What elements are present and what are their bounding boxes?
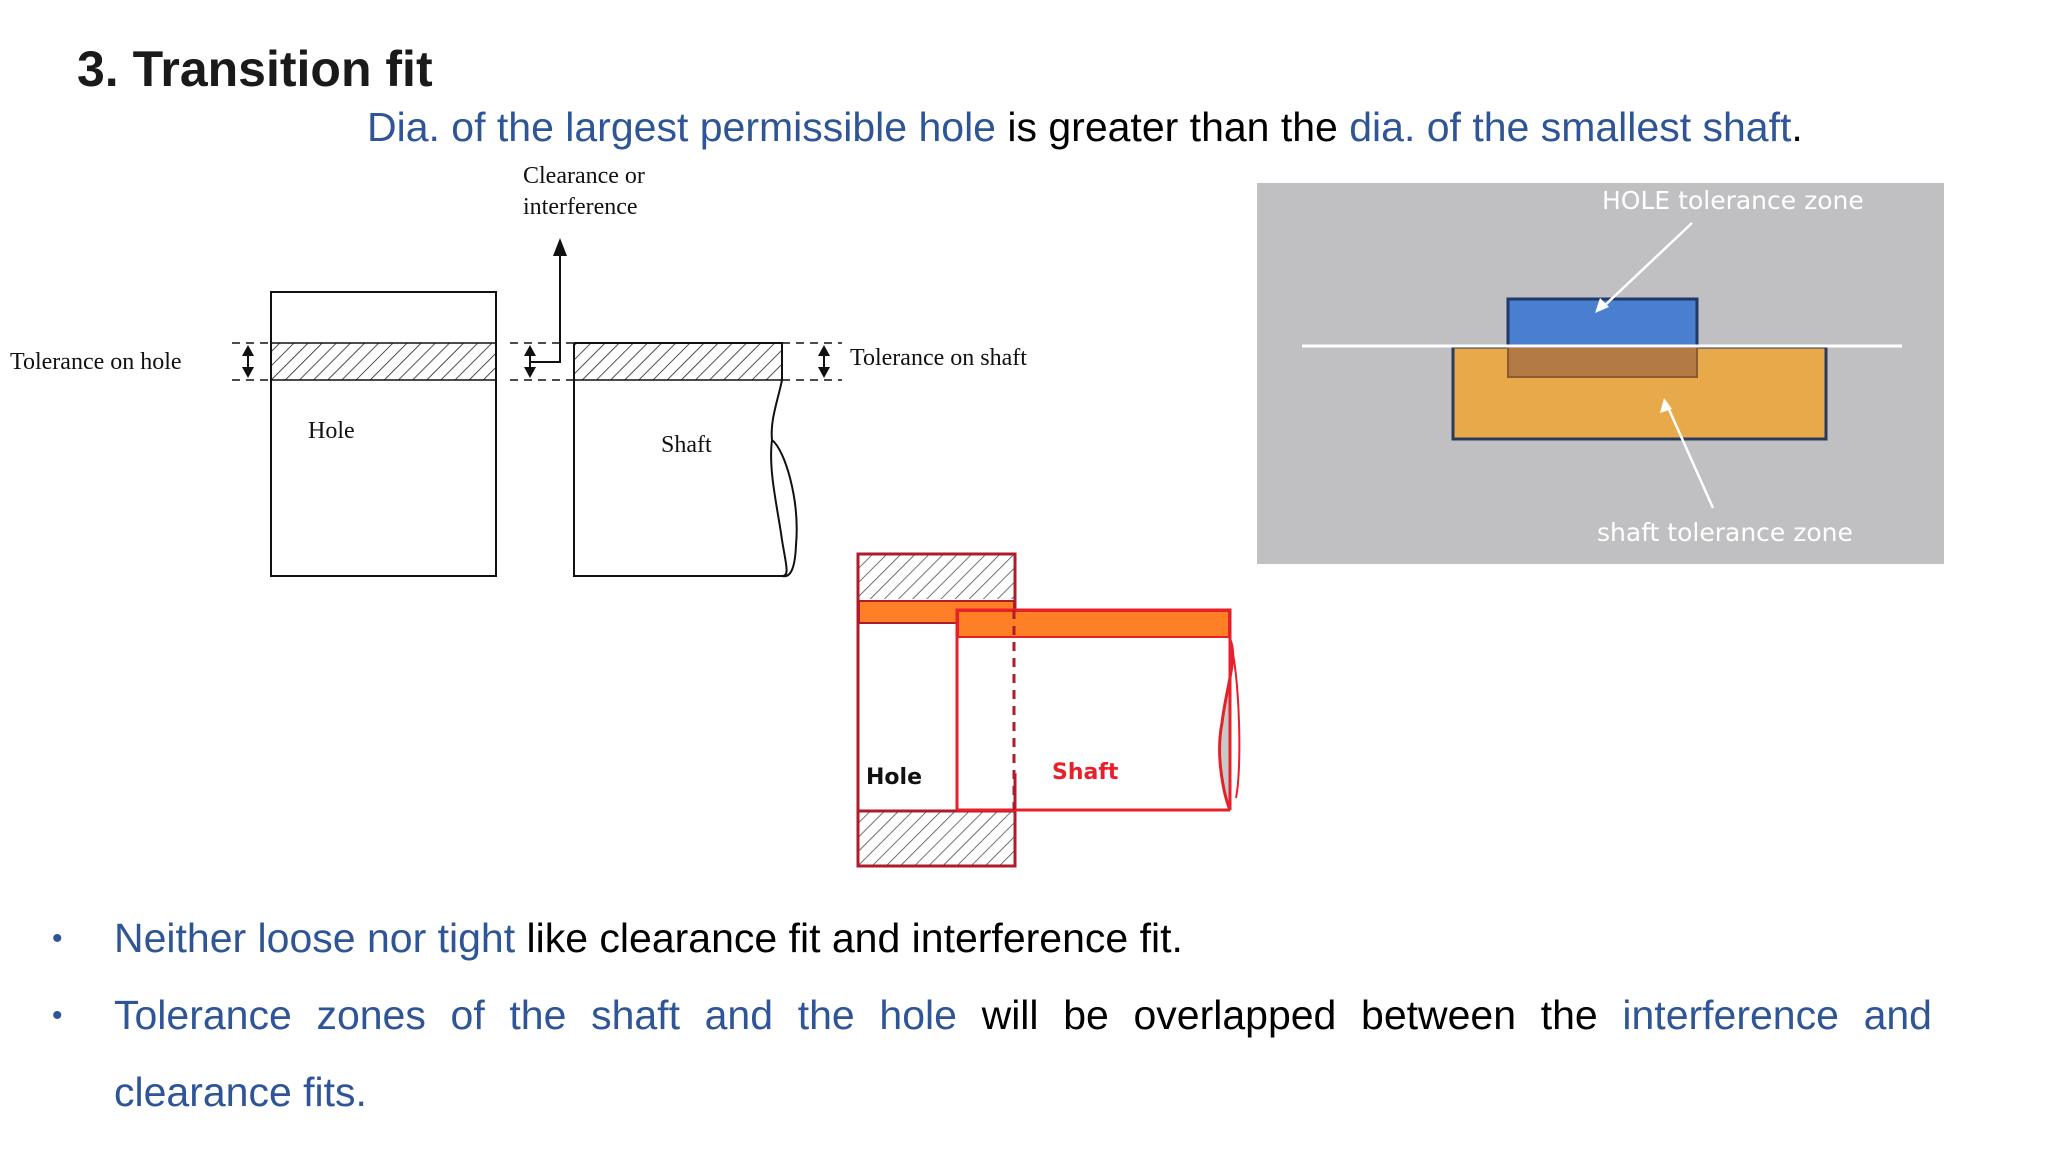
red-hole-label: Hole (866, 765, 922, 790)
shaft-tolerance-hatch (573, 342, 783, 381)
bullet2-text: will be overlapped between the (956, 992, 1623, 1038)
bullet2-highlight-zones: Tolerance zones of the shaft and the hol… (114, 992, 957, 1038)
tolerance-on-hole-label: Tolerance on hole (10, 349, 182, 375)
bullet1-highlight: Neither loose nor tight (114, 915, 516, 961)
diagram-tolerance-line-drawing: Clearance or interference Tolerance on h… (0, 0, 1100, 600)
bullet-dot: • (52, 999, 63, 1032)
red-hole-top-hatch (859, 555, 1014, 599)
bullet1-text: like clearance fit and interference fit. (515, 915, 1183, 961)
red-shaft-label: Shaft (1052, 760, 1119, 785)
shaft-label: Shaft (661, 432, 712, 458)
red-shaft-band (957, 610, 1230, 638)
red-hole-bottom-hatch (859, 811, 1014, 865)
bullet2-highlight-fits: interference and clearance fits. (114, 992, 1932, 1115)
bullet-item: • Tolerance zones of the shaft and the h… (52, 977, 1932, 1131)
shaft-break-line (770, 379, 798, 578)
bullet-dot: • (52, 922, 63, 955)
tolerance-zones-svg (1302, 222, 1902, 509)
hole-box (270, 291, 497, 577)
subtitle-highlight-hole: Dia. of the largest permissible hole (367, 104, 996, 150)
clearance-leader-line (530, 248, 561, 363)
red-hole-shaft-svg (856, 552, 1241, 868)
clearance-label-line2: interference (523, 194, 638, 220)
shaft-tolerance-zone-label: shaft tolerance zone (1597, 518, 1853, 547)
zone-overlap (1507, 346, 1698, 378)
hole-tolerance-arrow (242, 345, 254, 378)
shaft-tolerance-arrow (818, 345, 830, 378)
subtitle-highlight-shaft: dia. of the smallest shaft (1349, 104, 1792, 150)
bullet-list: • Neither loose nor tight like clearance… (52, 900, 1932, 1131)
hole-tolerance-hatch (270, 342, 497, 381)
diagram-tolerance-zones: HOLE tolerance zone shaft tolerance zone (1257, 183, 1944, 564)
tolerance-on-shaft-label: Tolerance on shaft (850, 345, 1027, 371)
hole-label: Hole (308, 418, 355, 444)
tolerance-line-drawing-svg (232, 238, 842, 578)
slide-subtitle: Dia. of the largest permissible hole is … (367, 104, 1803, 151)
hole-tolerance-zone-label: HOLE tolerance zone (1602, 186, 1864, 215)
red-shaft-break (1218, 639, 1235, 811)
subtitle-text: is greater than the (995, 104, 1350, 150)
subtitle-period: . (1791, 104, 1803, 150)
diagram-red-hole-shaft: Hole Shaft (850, 548, 1250, 868)
slide-title: 3. Transition fit (77, 41, 433, 97)
clearance-label-line1: Clearance or (523, 163, 645, 189)
bullet-item: • Neither loose nor tight like clearance… (52, 900, 1932, 977)
